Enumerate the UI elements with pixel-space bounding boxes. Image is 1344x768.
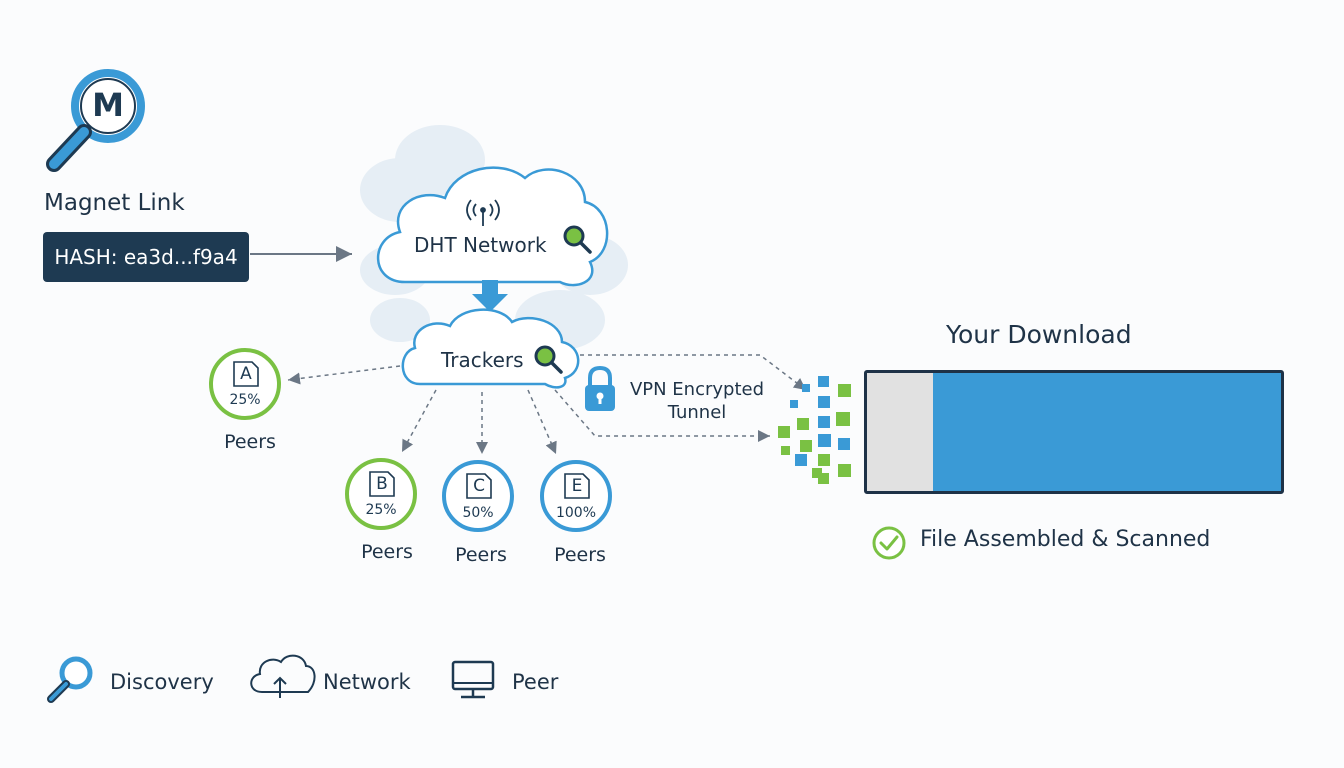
dht-to-trackers-arrow	[472, 280, 508, 312]
dht-cloud	[376, 166, 609, 287]
trackers-search-icon	[534, 345, 563, 374]
peer-node-a	[209, 348, 281, 420]
monitor-icon	[451, 660, 495, 699]
download-progress-bar	[864, 370, 1284, 494]
trackers-label: Trackers	[441, 348, 524, 372]
cloud-upload-icon	[250, 654, 316, 698]
dht-search-icon	[563, 225, 592, 254]
peer-b-percent: 25%	[365, 502, 397, 518]
trackers-cloud	[401, 308, 580, 389]
dht-label: DHT Network	[414, 233, 547, 257]
download-progress-fill	[933, 373, 1281, 491]
peer-node-e	[540, 460, 612, 532]
peer-e-letter: E	[571, 476, 583, 496]
peer-c-percent: 50%	[462, 505, 494, 521]
vpn-tunnel-label: VPN Encrypted Tunnel	[612, 378, 782, 424]
magnet-search-icon	[46, 69, 145, 172]
status-text: File Assembled & Scanned	[920, 527, 1211, 552]
peer-c-label: Peers	[455, 544, 507, 566]
check-circle-icon	[872, 526, 906, 560]
tracker-peer-links	[287, 354, 807, 455]
download-title: Your Download	[946, 320, 1132, 349]
magnet-link-title: Magnet Link	[44, 190, 185, 216]
legend-peer-label: Peer	[512, 670, 559, 694]
vpn-line-1: VPN Encrypted	[629, 379, 765, 400]
peer-e-percent: 100%	[555, 505, 597, 521]
peer-a-letter: A	[240, 364, 252, 384]
lock-icon	[585, 365, 615, 411]
peer-node-b	[345, 458, 417, 530]
magnifier-icon	[47, 656, 93, 703]
hash-box: HASH: ea3d...f9a4	[43, 232, 249, 282]
peer-e-label: Peers	[554, 544, 606, 566]
peer-c-letter: C	[473, 476, 485, 496]
vpn-line-2: Tunnel	[667, 402, 727, 423]
legend-discovery-label: Discovery	[110, 670, 214, 694]
peer-node-c	[442, 460, 514, 532]
legend-network-label: Network	[323, 670, 411, 694]
peer-a-label: Peers	[224, 431, 276, 453]
data-blocks	[778, 376, 851, 484]
peer-a-percent: 25%	[229, 392, 261, 408]
magnet-icon-letter: M	[92, 86, 124, 124]
peer-b-label: Peers	[361, 541, 413, 563]
antenna-icon	[466, 199, 500, 226]
peer-b-letter: B	[376, 474, 388, 494]
